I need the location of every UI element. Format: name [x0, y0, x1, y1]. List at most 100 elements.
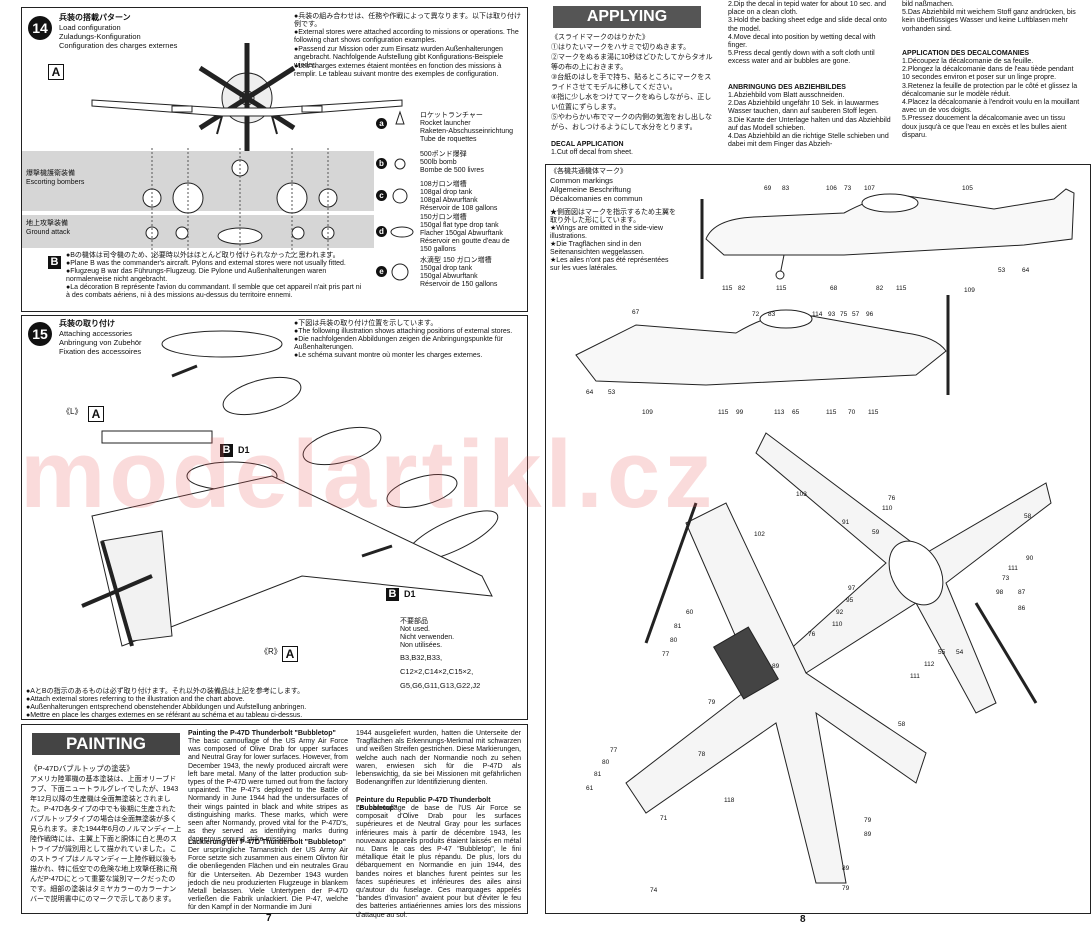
step-title-jp: 兵装の取り付け [59, 319, 115, 328]
callout: 86 [1018, 605, 1026, 612]
callout: 73 [844, 185, 852, 192]
painting-de-title: Lackierung der P-47D Thunderbolt "Bubble… [188, 839, 346, 846]
legend-key-a: a [376, 118, 387, 129]
foot-fr: ●Mettre en place les charges externes en… [26, 712, 303, 719]
step14-panel: 14 兵装の搭載パターン Load configuration Zuladung… [21, 7, 528, 312]
decals-jp-body: ①はりたいマークをハサミで切りぬきます。 ②マークをぬるま湯に10秒ほどひたして… [551, 44, 713, 131]
legend-e-de: 150gal Abwurftank [420, 273, 478, 280]
step-title-en: Load configuration [59, 23, 121, 32]
callout: 64 [1022, 267, 1030, 274]
legend-a-de: Raketen-Abschusseinrichtung [420, 128, 513, 135]
unused-parts-3: G5,G6,G11,G13,G22,J2 [400, 681, 481, 690]
legend-a-en: Rocket launcher [420, 120, 471, 127]
callout: 79 [842, 885, 850, 892]
callout: 71 [660, 815, 668, 822]
painting-de-body: Der ursprüngliche Tarnanstrich der US Ar… [188, 847, 348, 912]
legend-c-de: 108gal Abwurftank [420, 197, 478, 204]
callout: 110 [832, 621, 843, 628]
left-page: 14 兵装の搭載パターン Load configuration Zuladung… [0, 0, 535, 925]
view-label-a-right: A [282, 646, 298, 662]
callout: 115 [826, 409, 837, 416]
painting-en-title: Painting the P-47D Thunderbolt "Bubbleto… [188, 730, 336, 737]
callout: 89 [864, 831, 872, 838]
callout: 115 [868, 409, 879, 416]
row-escort-jp: 爆撃機護衛装備 [26, 170, 75, 177]
intro-en: ●External stores were attached according… [294, 29, 519, 45]
callout: 55 [938, 649, 946, 656]
callout: 54 [956, 649, 964, 656]
painting-de-body-cont: 1944 ausgeliefert wurden, hatten die Unt… [356, 730, 521, 787]
callout: 89 [772, 663, 780, 670]
note-en: ★Wings are omitted in the side-view illu… [550, 225, 663, 241]
note-b-fr: ●La décoration B représente l'avion du c… [66, 284, 362, 300]
callout: 96 [866, 311, 874, 318]
callout: 115 [718, 409, 729, 416]
legend-e-jp: 水滴型 150 ガロン増槽 [420, 257, 492, 264]
callout: 64 [586, 389, 594, 396]
callout: 109 [642, 409, 653, 416]
intro-jp: ●兵装の組み合わせは、任務や作戦によって異なります。以下は取り付け例です。 [294, 13, 521, 29]
step-number: 14 [28, 16, 52, 40]
callout: 118 [724, 797, 735, 804]
callout: 77 [662, 651, 670, 658]
callout: 74 [650, 887, 658, 894]
view-label-a-left: A [88, 406, 104, 422]
callout: 114 [812, 311, 823, 318]
legend-e-en: 150gal drop tank [420, 265, 473, 272]
legend-b-fr: Bombe de 500 livres [420, 167, 484, 174]
painting-jp-title: 《P-47Dバブルトップの塗装》 [30, 764, 134, 773]
legend-key-c: c [376, 190, 387, 201]
callout: 78 [698, 751, 706, 758]
row-ground-en: Ground attack [26, 229, 70, 236]
foot-de: ●Außenhalterungen entsprechend obenstehe… [26, 704, 307, 711]
callout: 58 [898, 721, 906, 728]
note-b-de: ●Flugzeug B war das Führungs-Flugzeug. D… [66, 268, 327, 284]
callout: 110 [882, 505, 893, 512]
painting-panel: PAINTING 《P-47Dバブルトップの塗装》 アメリカ陸軍機の基本塗装は、… [21, 724, 528, 919]
callout: 73 [1002, 575, 1010, 582]
decals-de-body: 1.Abziehbild vom Blatt ausschneiden. 2.D… [728, 92, 891, 149]
callout: 60 [686, 609, 694, 616]
step-title-fr: Configuration des charges externes [59, 41, 178, 50]
foot-en: ●Attach external stores referring to the… [26, 696, 245, 703]
config-diagram [142, 148, 338, 258]
side-view-left-profile [700, 188, 1075, 280]
note-b-jp: ●Bの機体は司令機のため、必要時以外はほとんど取り付けられなかったと思われます。 [66, 252, 340, 259]
part-b-bottom: B [386, 588, 399, 601]
note-b-en: ●Plane B was the commander's aircraft. P… [66, 260, 346, 267]
callout: 61 [586, 785, 594, 792]
painting-fr-title: Peinture du Republic P-47D Thunderbolt "… [356, 797, 491, 813]
side-view-right-profile [575, 295, 950, 395]
callout: 77 [610, 747, 618, 754]
callout: 57 [852, 311, 860, 318]
legend-a-jp: ロケットランチャー [420, 112, 483, 119]
legend-b-jp: 500ポンド爆弾 [420, 151, 467, 158]
callout: 115 [776, 285, 787, 292]
legend-b-en: 500lb bomb [420, 159, 457, 166]
part-d1-bottom: D1 [404, 589, 416, 599]
callout: 89 [842, 865, 850, 872]
intro-en: ●The following illustration shows attach… [294, 328, 513, 335]
common-en: Common markings [550, 176, 613, 185]
callout: 83 [782, 185, 790, 192]
legend-icons [390, 110, 414, 281]
callout: 81 [674, 623, 682, 630]
callout: 97 [848, 585, 856, 592]
decals-fr-title: APPLICATION DES DECALCOMANIES [902, 50, 1030, 57]
callout: 81 [594, 771, 602, 778]
plan-view-top [755, 432, 1052, 714]
label-left: 《L》 [62, 407, 83, 416]
config-row-ground-bg [22, 215, 374, 248]
legend-d-en: 150gal flat type drop tank [420, 222, 499, 229]
callout: 87 [1018, 589, 1026, 596]
callout: 105 [962, 185, 973, 192]
callout: 76 [808, 631, 816, 638]
callout: 69 [764, 185, 772, 192]
callout: 82 [738, 285, 746, 292]
callout: 95 [846, 597, 854, 604]
callout: 115 [722, 285, 733, 292]
callout: 67 [632, 309, 640, 316]
note-fr: ★Les ailes n'ont pas été représentées su… [550, 257, 669, 273]
callout: 80 [602, 759, 610, 766]
unused-parts-2: C12×2,C14×2,C15×2, [400, 667, 474, 676]
